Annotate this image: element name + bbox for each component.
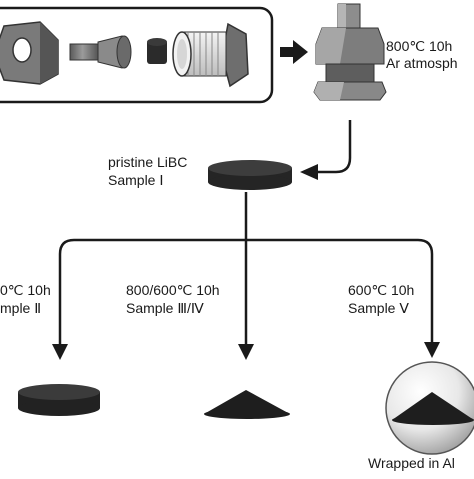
arrow-to-pristine [300,164,318,180]
cap-icon [172,22,249,88]
arrow-center-branch [238,344,254,360]
arrow-left-branch [52,344,68,360]
arrow-to-reactor [280,40,308,64]
sample-2-pellet [18,384,100,416]
sample-5-wrapped-sphere [385,361,474,455]
branch-1-sample: mple Ⅱ [0,300,42,316]
pristine-pellet [208,160,292,190]
pristine-sample-label: Sample Ⅰ [108,172,164,188]
bolt-icon [69,35,132,69]
sample-3-4-powder [204,390,290,419]
branch-2-sample: Sample Ⅲ/Ⅳ [126,300,204,316]
pristine-label: pristine LiBC [108,154,188,170]
reactor-condition-temp: 800℃ 10h [386,38,453,54]
flow-line-reactor-to-pristine [316,120,352,174]
pellet-icon [147,38,167,64]
assembly-box [0,6,274,104]
branch-2-condition: 800/600℃ 10h [126,282,220,298]
branch-3-sample: Sample Ⅴ [348,300,409,316]
reactor-condition-atmosphere: Ar atmosph [386,55,458,71]
arrow-right-branch [424,342,440,358]
flow-line-branches [58,238,434,346]
branch-3-condition: 600℃ 10h [348,282,415,298]
branch-1-condition: 0℃ 10h [0,282,51,298]
reactor-vessel-icon [313,3,387,101]
wrapped-label: Wrapped in Al [368,455,455,471]
hex-nut-icon [0,21,59,85]
